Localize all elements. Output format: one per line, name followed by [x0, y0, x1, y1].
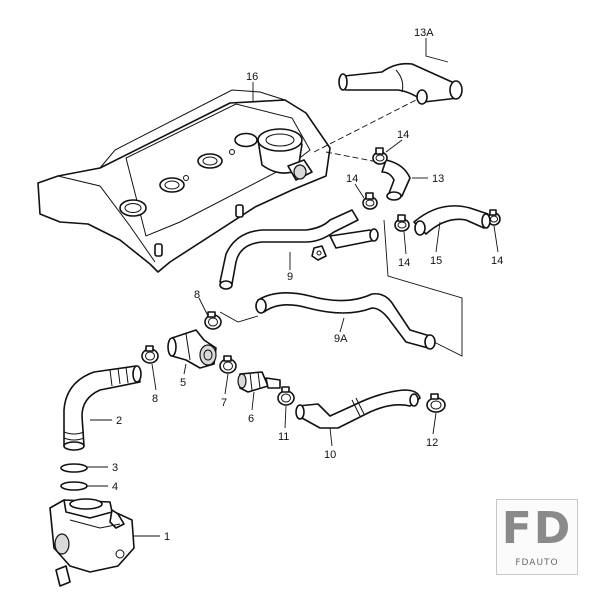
callout-12: 12 — [426, 437, 438, 449]
fdauto-watermark: FD FDAUTO — [496, 499, 578, 575]
callout-9: 9 — [287, 271, 293, 283]
callout-16: 16 — [246, 71, 258, 83]
callout-8-bottom: 8 — [152, 393, 158, 405]
routing-line-9a — [383, 219, 463, 357]
callout-15: 15 — [430, 255, 442, 267]
seal-4 — [60, 481, 88, 491]
callout-13: 13 — [432, 173, 444, 185]
callout-14-left: 14 — [398, 257, 410, 269]
cylinder-head-cover — [37, 89, 331, 273]
valve-6 — [237, 371, 281, 393]
callout-6: 6 — [248, 413, 254, 425]
callout-4: 4 — [112, 481, 118, 493]
hose-15 — [413, 205, 491, 236]
callout-3: 3 — [112, 462, 118, 474]
t-piece-5 — [167, 329, 217, 369]
callout-14-middle: 14 — [346, 173, 358, 185]
hose-clamp-14-right — [487, 209, 501, 226]
hose-clamp-14-middle — [362, 192, 378, 210]
hose-clamp-8-top — [204, 311, 222, 330]
hose-clamp-14-left — [394, 214, 410, 232]
hose-clamp-11 — [277, 386, 295, 406]
callout-7: 7 — [221, 397, 227, 409]
hose-10 — [295, 389, 421, 429]
hose-clamp-12 — [426, 393, 446, 413]
callout-13a: 13A — [414, 27, 434, 39]
hose-2 — [63, 365, 142, 451]
fdauto-brand-text: FDAUTO — [515, 558, 559, 568]
callout-9a: 9A — [334, 333, 348, 345]
callout-2: 2 — [116, 415, 122, 427]
callout-1: 1 — [164, 531, 170, 543]
callout-5: 5 — [180, 377, 186, 389]
routing-line-13 — [325, 151, 379, 163]
leader-lines — [86, 38, 499, 537]
hose-9 — [219, 209, 379, 290]
hose-clamp-14-top — [372, 147, 388, 165]
o-ring-3 — [60, 463, 88, 473]
callout-11: 11 — [278, 431, 289, 443]
hose-9a — [255, 292, 436, 350]
routing-line-13a — [313, 97, 421, 153]
oil-separator-1 — [49, 498, 135, 587]
callout-8-top: 8 — [194, 289, 200, 301]
fd-logo: FD — [501, 503, 573, 554]
hose-clamp-7 — [219, 355, 237, 374]
hose-13 — [381, 159, 411, 201]
hose-13a — [338, 62, 463, 105]
callout-14-top: 14 — [397, 129, 409, 141]
hose-clamp-8-bottom — [141, 345, 159, 364]
callout-10: 10 — [324, 449, 336, 461]
callout-14-right: 14 — [491, 255, 503, 267]
callout-labels: 13A 16 14 13 14 14 15 14 9 8 9A 5 8 7 6 … — [112, 27, 503, 543]
